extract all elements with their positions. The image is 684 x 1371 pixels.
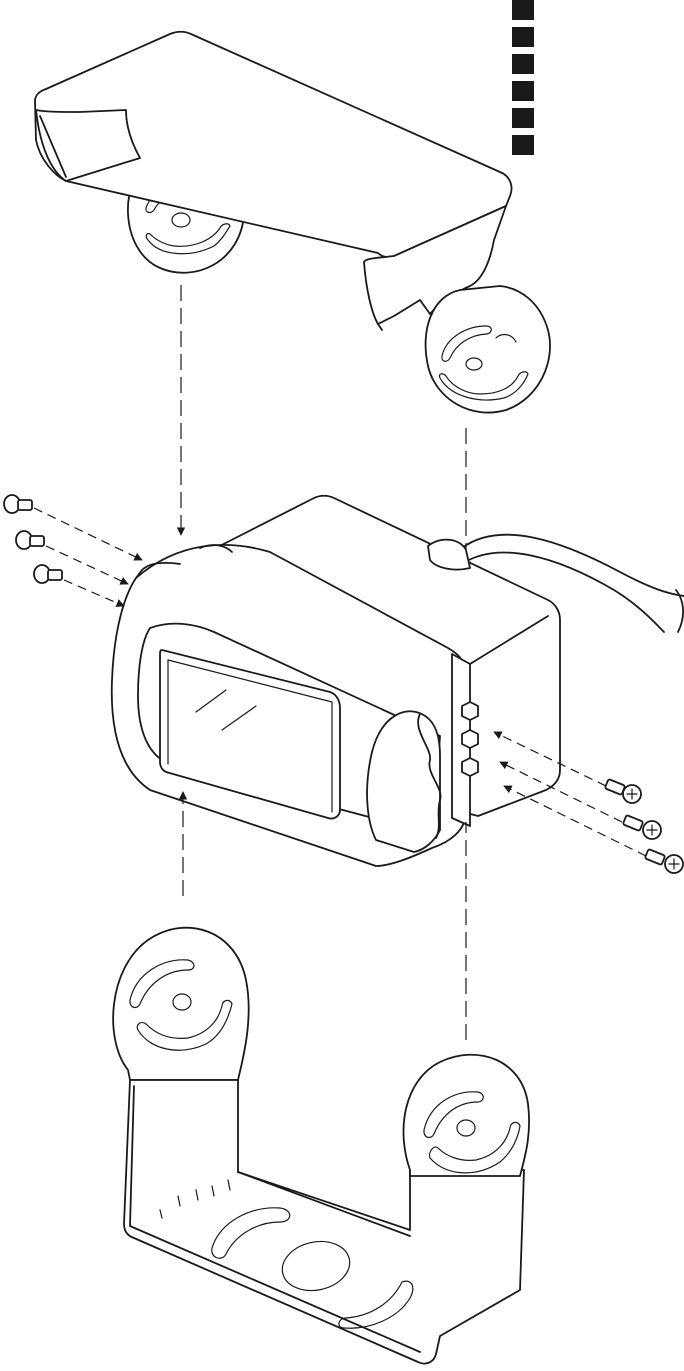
section-tab-1 xyxy=(512,0,534,20)
left-screw-2 xyxy=(16,531,128,584)
hex-nut-3 xyxy=(462,758,478,776)
section-tab-3 xyxy=(512,54,534,74)
sun-shield xyxy=(35,32,550,413)
left-screws xyxy=(4,495,142,606)
sun-shield-right-ear xyxy=(426,286,550,413)
u-bracket-left-ear xyxy=(113,928,249,1080)
section-tab-4 xyxy=(512,81,534,101)
hex-nuts xyxy=(462,702,478,776)
u-bracket-right-ear xyxy=(403,1055,529,1176)
hex-nut-2 xyxy=(462,730,478,748)
section-tab-5 xyxy=(512,108,534,128)
left-screw-1 xyxy=(4,495,142,560)
left-screw-3 xyxy=(34,565,124,606)
camera-housing xyxy=(112,496,684,866)
section-tabs xyxy=(512,0,534,155)
hex-nut-1 xyxy=(462,702,478,720)
section-tab-6 xyxy=(512,135,534,155)
section-tab-2 xyxy=(512,27,534,47)
u-bracket xyxy=(113,928,529,1364)
